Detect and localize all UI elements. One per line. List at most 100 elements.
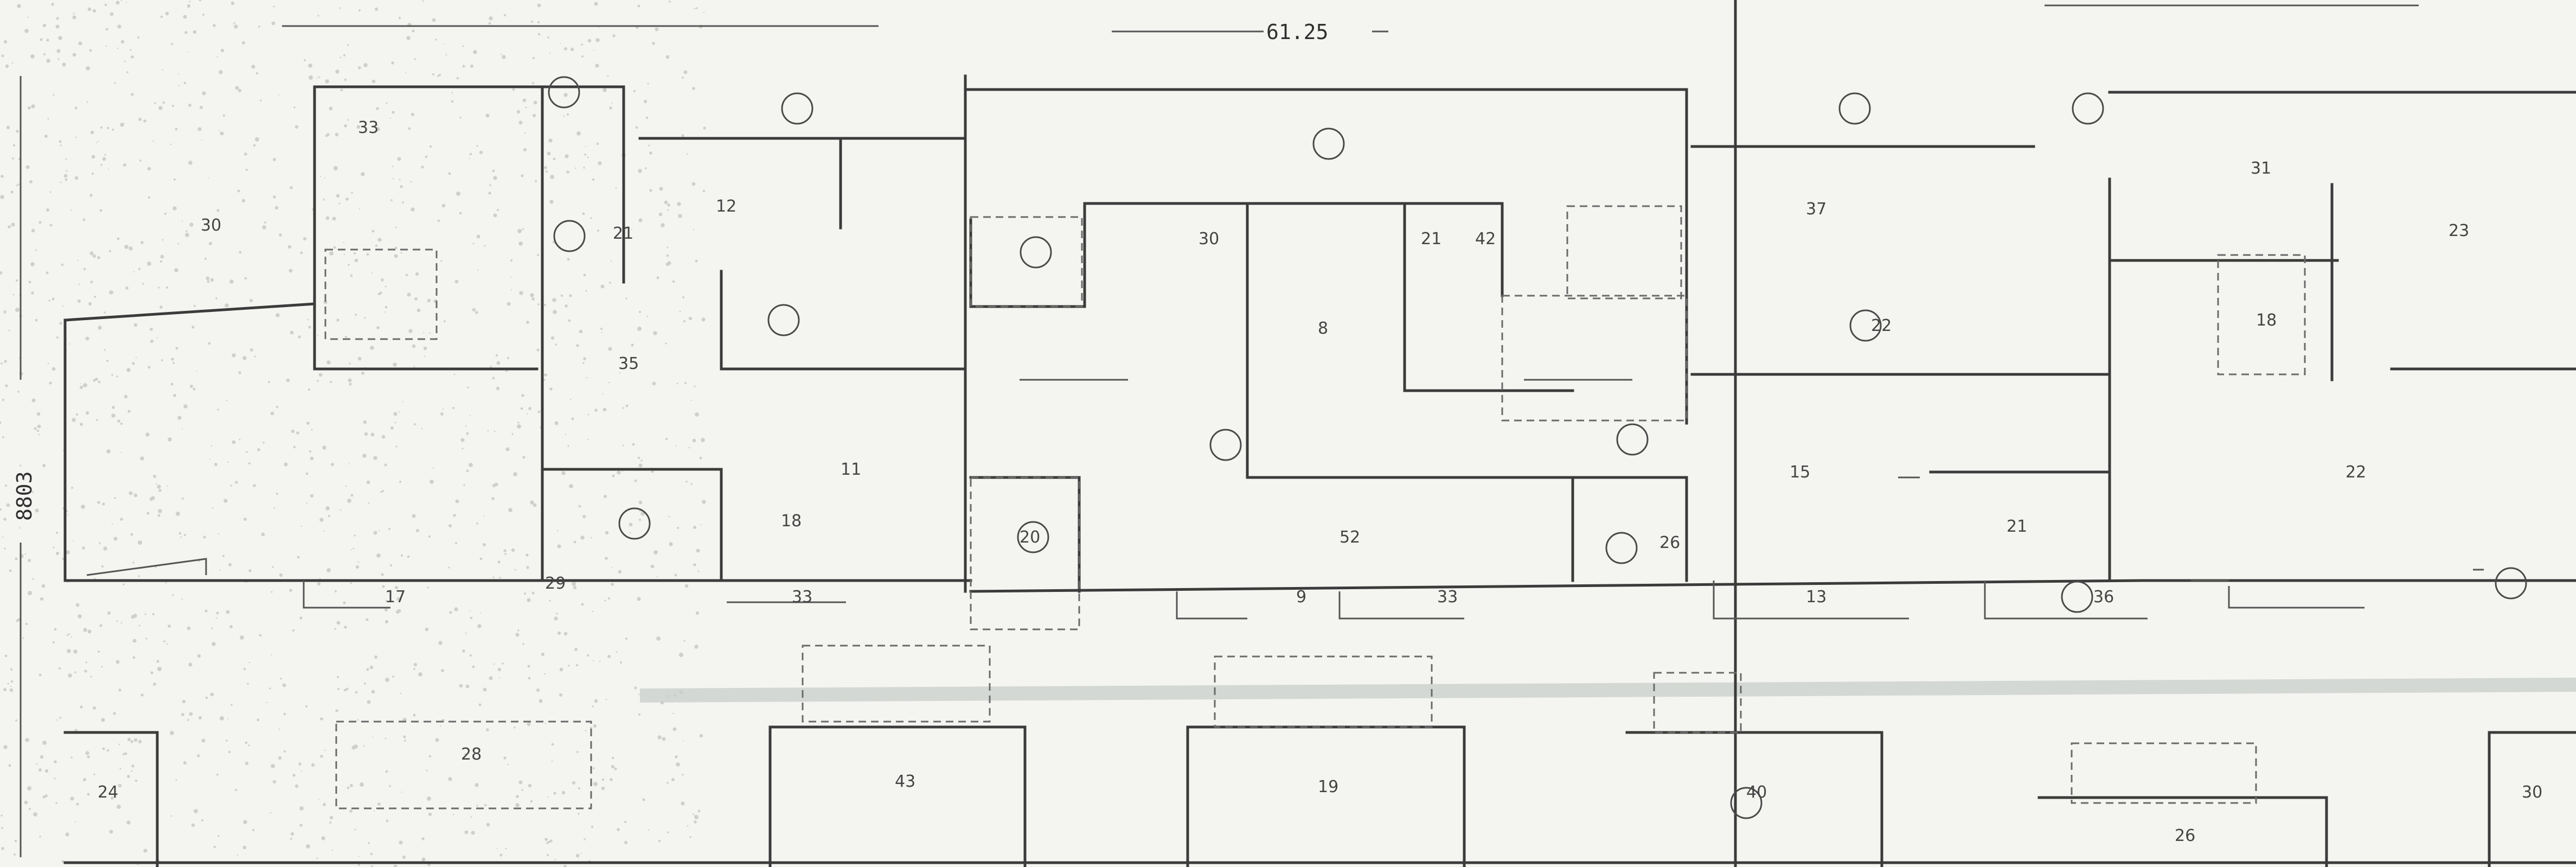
speckle — [335, 590, 337, 592]
speckle — [472, 308, 476, 312]
speckle — [293, 106, 296, 109]
speckle — [399, 178, 401, 181]
room-number: 33 — [792, 588, 812, 607]
room-number: 43 — [895, 772, 915, 791]
speckle — [170, 143, 172, 145]
speckle — [512, 88, 515, 91]
speckle — [339, 56, 342, 59]
speckle — [642, 798, 645, 801]
speckle — [215, 617, 217, 619]
speckle — [526, 321, 529, 324]
speckle — [278, 94, 280, 96]
speckle — [385, 620, 389, 624]
speckle — [424, 355, 426, 358]
speckle — [129, 491, 133, 495]
speckle — [59, 322, 62, 325]
speckle — [74, 821, 76, 823]
speckle — [150, 671, 153, 674]
speckle — [5, 384, 8, 387]
speckle — [576, 751, 579, 753]
speckle — [398, 16, 401, 20]
speckle — [120, 518, 123, 521]
speckle — [448, 172, 451, 175]
speckle — [219, 70, 223, 74]
speckle — [131, 770, 133, 772]
speckle — [376, 107, 379, 110]
speckle — [171, 358, 174, 361]
speckle — [611, 583, 614, 586]
speckle — [52, 641, 55, 644]
speckle — [413, 668, 415, 670]
speckle — [93, 773, 95, 775]
speckle — [471, 831, 475, 835]
speckle — [214, 463, 217, 466]
speckle — [232, 353, 236, 358]
speckle — [531, 297, 535, 301]
speckle — [475, 783, 479, 787]
speckle — [87, 629, 92, 634]
speckle — [187, 626, 191, 630]
speckle — [622, 444, 624, 447]
speckle — [371, 690, 375, 694]
speckle — [407, 555, 410, 558]
speckle — [96, 419, 98, 421]
speckle — [138, 267, 141, 271]
speckle — [694, 645, 699, 649]
speckle — [138, 540, 142, 545]
speckle — [421, 857, 426, 862]
speckle — [601, 786, 605, 790]
speckle — [385, 737, 387, 739]
speckle — [348, 378, 352, 382]
speckle — [435, 39, 437, 41]
speckle — [683, 741, 684, 742]
speckle — [71, 487, 73, 489]
speckle — [440, 260, 443, 262]
speckle — [355, 565, 360, 569]
speckle — [144, 613, 146, 615]
speckle — [594, 699, 598, 703]
speckle — [232, 23, 234, 25]
speckle — [682, 296, 684, 298]
speckle — [12, 294, 15, 296]
speckle — [350, 784, 353, 787]
speckle — [614, 767, 617, 770]
detail-lines — [86, 379, 2484, 620]
speckle — [412, 29, 415, 33]
speckle — [41, 584, 46, 588]
speckle — [124, 60, 126, 62]
room-number: 21 — [2007, 517, 2027, 536]
speckle — [525, 106, 527, 109]
speckle — [414, 297, 418, 301]
speckle — [515, 633, 520, 637]
speckle — [60, 181, 62, 183]
speckle — [452, 406, 455, 410]
speckle — [337, 687, 340, 691]
speckle — [189, 712, 193, 716]
speckle — [74, 176, 79, 180]
speckle — [483, 687, 487, 692]
speckle — [561, 790, 566, 795]
speckle — [74, 106, 78, 110]
speckle — [213, 24, 216, 27]
speckle — [9, 688, 14, 692]
speckle — [117, 237, 120, 240]
speckle — [10, 668, 13, 671]
speckle — [157, 514, 161, 517]
speckle — [640, 460, 643, 462]
speckle — [645, 116, 649, 119]
speckle — [347, 44, 349, 46]
speckle — [373, 531, 377, 535]
speckle — [77, 299, 81, 303]
speckle — [389, 564, 393, 567]
speckle — [24, 800, 28, 805]
speckle — [235, 481, 238, 484]
speckle — [274, 206, 279, 210]
speckle — [425, 627, 429, 632]
speckle — [371, 79, 376, 84]
speckle — [612, 474, 615, 477]
speckle — [486, 728, 489, 731]
speckle — [451, 100, 454, 103]
speckle — [351, 192, 353, 194]
speckle — [170, 382, 174, 386]
speckle — [117, 805, 121, 809]
